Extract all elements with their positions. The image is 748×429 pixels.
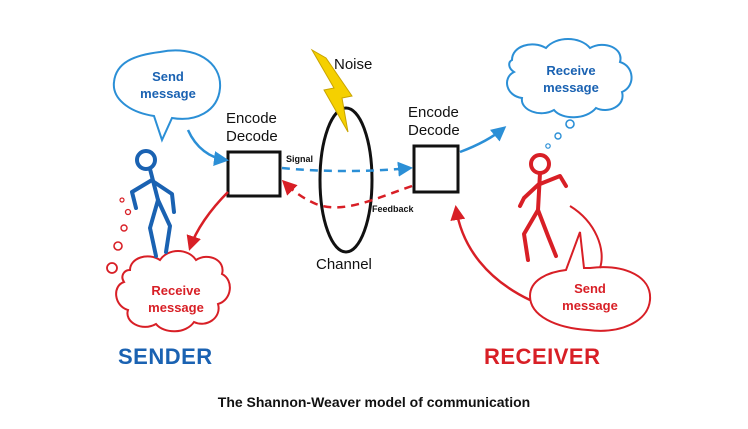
sender-receive-line1: Receive: [151, 283, 201, 298]
receiver-receive-cloud-text: Receive message: [528, 62, 614, 96]
feedback-arrow: [281, 179, 413, 209]
receiver-role-label: RECEIVER: [484, 344, 601, 369]
sender-role-label: SENDER: [118, 344, 213, 369]
decoder-to-sender-arrow: [186, 191, 229, 251]
receiver-encode-label: Encode: [408, 104, 459, 121]
channel-label: Channel: [316, 256, 372, 273]
sender-receive-cloud-text: Receive message: [134, 282, 218, 316]
receiver-thought-dot: [565, 119, 575, 129]
receiver-to-encoder-arrow: [450, 205, 531, 302]
sender-decode-label: Decode: [226, 128, 278, 145]
sender-send-bubble: [112, 49, 222, 143]
sender-thought-dot: [120, 224, 128, 232]
receiver-send-bubble-tail: [569, 205, 603, 269]
sender-encode-label: Encode: [226, 110, 277, 127]
receiver-thought-dot: [545, 143, 551, 149]
sender-receive-line2: message: [148, 300, 204, 315]
send-to-encoder-arrow: [186, 129, 229, 166]
receiver-encode-decode-label: Encode Decode: [408, 104, 460, 140]
channel-ellipse: [318, 106, 374, 254]
sender-send-bubble-text: Send message: [130, 68, 206, 102]
receiver-send-bubble-text: Send message: [550, 280, 630, 314]
receiver-receive-line1: Receive: [546, 63, 596, 78]
sender-thought-dot: [124, 208, 132, 216]
sender-thought-dot: [106, 262, 118, 274]
sender-encode-decode-label: Encode Decode: [226, 110, 278, 146]
receiver-send-line1: Send: [574, 281, 606, 296]
signal-label: Signal: [286, 154, 314, 164]
receiver-receive-cloud: [506, 38, 633, 119]
sender-thought-dot: [113, 241, 123, 251]
receiver-send-bubble: [528, 231, 652, 332]
sender-send-line2: message: [140, 86, 196, 101]
noise-label: Noise: [334, 56, 373, 73]
sender-thought-dot: [119, 197, 125, 203]
sender-encoder-box: [226, 150, 282, 198]
diagram-caption: The Shannon-Weaver model of communicatio…: [217, 394, 531, 410]
receiver-decode-label: Decode: [408, 122, 460, 139]
decoder-to-receiver-arrow: [459, 126, 507, 154]
receiver-thought-dot: [554, 132, 562, 140]
receiver-receive-line2: message: [543, 80, 599, 95]
noise-lightning-icon: [310, 48, 353, 133]
receiver-stick-figure: [518, 153, 568, 262]
feedback-label: Feedback: [372, 204, 414, 214]
sender-receive-cloud: [115, 250, 231, 333]
signal-arrow: [281, 161, 413, 177]
receiver-encoder-box: [412, 144, 460, 194]
receiver-send-line2: message: [562, 298, 618, 313]
sender-stick-figure: [130, 149, 176, 258]
sender-send-line1: Send: [152, 69, 184, 84]
